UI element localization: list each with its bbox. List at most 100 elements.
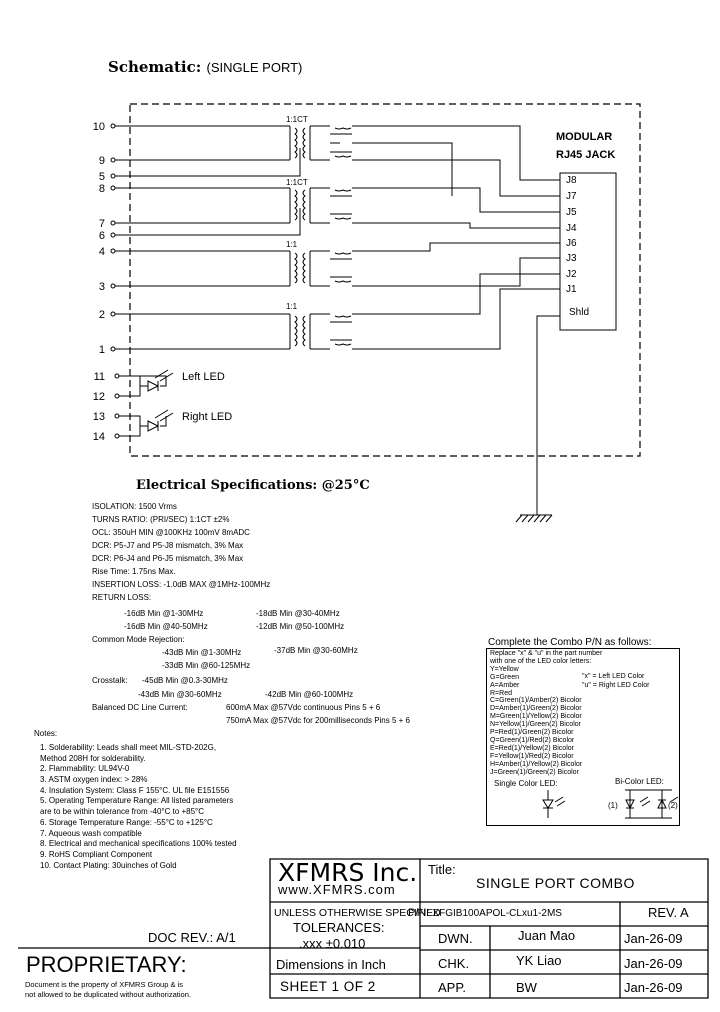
sheet-number: SHEET 1 OF 2: [280, 979, 376, 994]
title-label: Title:: [428, 862, 456, 877]
color-item: C=Green(1)/Amber(2) Bicolor: [490, 697, 582, 705]
spec-line: RETURN LOSS:: [92, 593, 152, 602]
return-loss-1: -16dB Min @1-30MHz: [124, 609, 204, 618]
combo-heading: Complete the Combo P/N as follows:: [488, 637, 652, 648]
note-item: 4. Insulation System: Class F 155°C. UL …: [40, 785, 230, 795]
spec-line: TURNS RATIO: (PRI/SEC) 1:1CT ±2%: [92, 515, 230, 524]
dimensions-note: Dimensions in Inch: [276, 957, 386, 972]
jack-pin-j2: J2: [566, 269, 577, 280]
app-date: Jan-26-09: [624, 980, 683, 995]
notes-label: Notes:: [34, 729, 58, 738]
color-item: Q=Green(1)/Red(2) Bicolor: [490, 736, 575, 744]
bi-led-label: Bi-Color LED:: [615, 777, 664, 786]
pin-label-2: 2: [99, 309, 105, 321]
schematic-diagram: MODULAR RJ45 JACK J8 J7 J5 J4 J6 J3 J2 J…: [93, 103, 641, 523]
document-title: SINGLE PORT COMBO: [476, 875, 635, 891]
jack-pin-j6: J6: [566, 238, 577, 249]
dc-label: Balanced DC Line Current:: [92, 703, 188, 712]
notes-list: 1. Solderability: Leads shall meet MIL-S…: [40, 743, 237, 871]
color-item: D=Amber(1)/Green(2) Bicolor: [490, 705, 582, 713]
color-item: M=Green(1)/Yellow(2) Bicolor: [490, 713, 582, 721]
chk-label: CHK.: [438, 956, 470, 971]
proprietary-line-2: not allowed to be duplicated without aut…: [25, 990, 191, 999]
electrical-heading: Electrical Specifications: @25°C: [136, 478, 370, 493]
note-item: 9. RoHS Compliant Component: [40, 849, 153, 859]
color-item: A=Amber: [490, 681, 520, 689]
color-item: H=Amber(1)/Yellow(2) Bicolor: [490, 760, 583, 768]
pin-label-10: 10: [93, 121, 105, 133]
electrical-specs: ISOLATION: 1500 Vrms TURNS RATIO: (PRI/S…: [92, 502, 270, 606]
jack-pin-j1: J1: [566, 284, 577, 295]
company-website: www.XFMRS.com: [278, 882, 396, 897]
spec-line: OCL: 350uH MIN @100KHz 100mV 8mADC: [92, 528, 250, 537]
ratio-label-1: 1:1CT: [286, 115, 308, 124]
pin-label-5: 5: [99, 171, 105, 183]
ratio-label-3: 1:1: [286, 240, 298, 249]
color-item: N=Yellow(1)/Green(2) Bicolor: [490, 721, 581, 729]
jack-title-2: RJ45 JACK: [556, 149, 615, 161]
schematic-subtitle: (SINGLE PORT): [206, 60, 303, 75]
color-item: E=Red(1)/Yellow(2) Bicolor: [490, 744, 574, 752]
pin-label-3: 3: [99, 281, 105, 293]
part-number-value: XFGIB100APOL-CLxu1-2MS: [432, 908, 562, 919]
bi-led-1: (1): [608, 801, 618, 810]
proprietary-line-1: Document is the property of XFMRS Group …: [25, 980, 183, 989]
dwn-name: Juan Mao: [518, 928, 576, 943]
note-item: are to be within tolerance from -40°C to…: [40, 807, 205, 817]
jack-pin-shld: Shld: [569, 307, 589, 318]
led-symbols: [147, 369, 174, 432]
jack-pin-j3: J3: [566, 253, 577, 264]
pin-label-12: 12: [93, 391, 105, 403]
note-item: 6. Storage Temperature Range: -55°C to +…: [40, 817, 213, 827]
tolerance-value: .xxx ±0.010: [299, 936, 366, 951]
color-item: R=Red: [490, 689, 512, 697]
chk-date: Jan-26-09: [624, 956, 683, 971]
spec-line: INSERTION LOSS: -1.0dB MAX @1MHz-100MHz: [92, 580, 271, 589]
note-item: 1. Solderability: Leads shall meet MIL-S…: [40, 743, 217, 752]
unless-specified: UNLESS OTHERWISE SPECIFIED: [274, 907, 441, 919]
note-item: 10. Contact Plating: 30uinches of Gold: [40, 860, 177, 870]
combo-box: [486, 648, 680, 826]
proprietary-label: PROPRIETARY:: [26, 952, 187, 977]
pin-label-8: 8: [99, 183, 105, 195]
cmr-2: -37dB Min @30-60MHz: [274, 646, 358, 655]
dc-2: 750mA Max @57Vdc for 200milliseconds Pin…: [226, 716, 410, 725]
jack-pin-j7: J7: [566, 191, 577, 202]
schematic-title: Schematic: (SINGLE PORT): [108, 58, 302, 76]
single-led-label: Single Color LED:: [494, 779, 558, 788]
note-item: 7. Aqueous wash compatible: [40, 828, 142, 838]
cmr-3: -33dB Min @60-125MHz: [162, 661, 251, 670]
color-item: G=Green: [490, 673, 519, 681]
return-loss-2: -18dB Min @30-40MHz: [256, 609, 340, 618]
color-item: Y=Yellow: [490, 665, 519, 673]
ratio-label-4: 1:1: [286, 302, 298, 311]
transformer-coils: [294, 127, 352, 347]
schematic-title-text: Schematic:: [108, 58, 202, 76]
part-number-label: P/N:: [408, 907, 430, 919]
crosstalk-label: Crosstalk:: [92, 676, 128, 685]
color-item: P=Red(1)/Green(2) Bicolor: [490, 729, 574, 737]
spec-line: DCR: P5-J7 and P5-J8 mismatch, 3% Max: [92, 541, 244, 550]
app-name: BW: [516, 980, 537, 995]
return-loss-3: -16dB Min @40-50MHz: [124, 622, 208, 631]
revision: REV. A: [648, 905, 689, 920]
pin-label-4: 4: [99, 246, 105, 258]
schematic-wiring: [115, 125, 560, 523]
pin-label-13: 13: [93, 411, 105, 423]
enclosure-border: [129, 103, 641, 457]
pin-label-7: 7: [99, 218, 105, 230]
dwn-label: DWN.: [438, 931, 473, 946]
left-led-label: Left LED: [182, 371, 225, 383]
crosstalk-3: -42dB Min @60-100MHz: [265, 690, 354, 699]
chk-name: YK Liao: [516, 953, 562, 968]
spec-line: DCR: P6-J4 and P6-J5 mismatch, 3% Max: [92, 554, 244, 563]
crosstalk-1: -45dB Min @0.3-30MHz: [142, 676, 228, 685]
jack-pin-j5: J5: [566, 207, 577, 218]
combo-replace-2: with one of the LED color letters:: [490, 657, 592, 665]
u-note: "u" = Right LED Color: [582, 682, 650, 689]
pin-label-6: 6: [99, 230, 105, 242]
app-label: APP.: [438, 980, 466, 995]
jack-pin-j4: J4: [566, 223, 577, 234]
company-name: XFMRS Inc.: [278, 858, 418, 887]
